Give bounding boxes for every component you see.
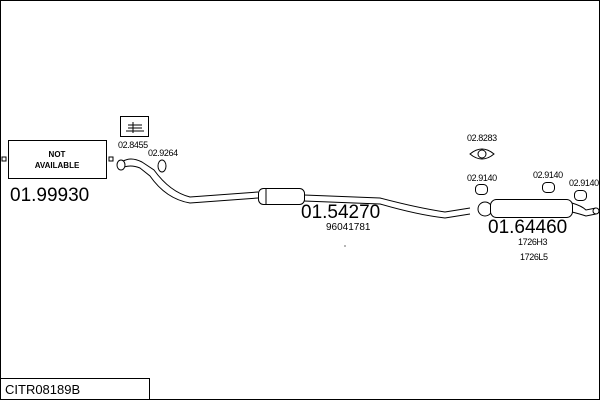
rear-silencer	[490, 199, 600, 218]
ring-icon	[157, 159, 167, 173]
rear-silencer-oem-2: 1726L5	[520, 252, 548, 262]
clamp-icon	[469, 148, 495, 160]
middle-rear-pipe	[303, 194, 471, 219]
rear-silencer-number: 01.64460	[488, 217, 567, 238]
clamp-label: 02.8283	[467, 133, 497, 143]
footer-code: CITR08189B	[5, 382, 80, 397]
hanger-2-label: 02.9140	[533, 170, 563, 180]
stray-dot	[344, 245, 346, 247]
hanger-2-icon	[542, 182, 555, 193]
gasket-icon	[120, 116, 149, 137]
hanger-1-icon	[475, 184, 488, 195]
not-available-line-2: AVAILABLE	[35, 161, 80, 170]
front-pipe	[116, 158, 259, 204]
left-connector-mark	[1, 156, 7, 162]
ring-label: 02.9264	[148, 148, 178, 158]
right-connector-mark	[108, 156, 114, 162]
middle-silencer	[258, 188, 305, 205]
hanger-1-label: 02.9140	[467, 173, 497, 183]
gasket-label: 02.8455	[118, 140, 148, 150]
not-available-line-1: NOT	[49, 150, 66, 159]
rear-clamp-ring	[477, 201, 493, 217]
middle-silencer-oem: 96041781	[326, 222, 371, 233]
hanger-3-label: 02.9140	[569, 178, 599, 188]
left-part-number: 01.99930	[10, 185, 89, 206]
not-available-box	[8, 140, 107, 179]
middle-silencer-number: 01.54270	[301, 202, 380, 223]
hanger-3-icon	[574, 190, 587, 201]
rear-silencer-oem-1: 1726H3	[518, 237, 548, 247]
